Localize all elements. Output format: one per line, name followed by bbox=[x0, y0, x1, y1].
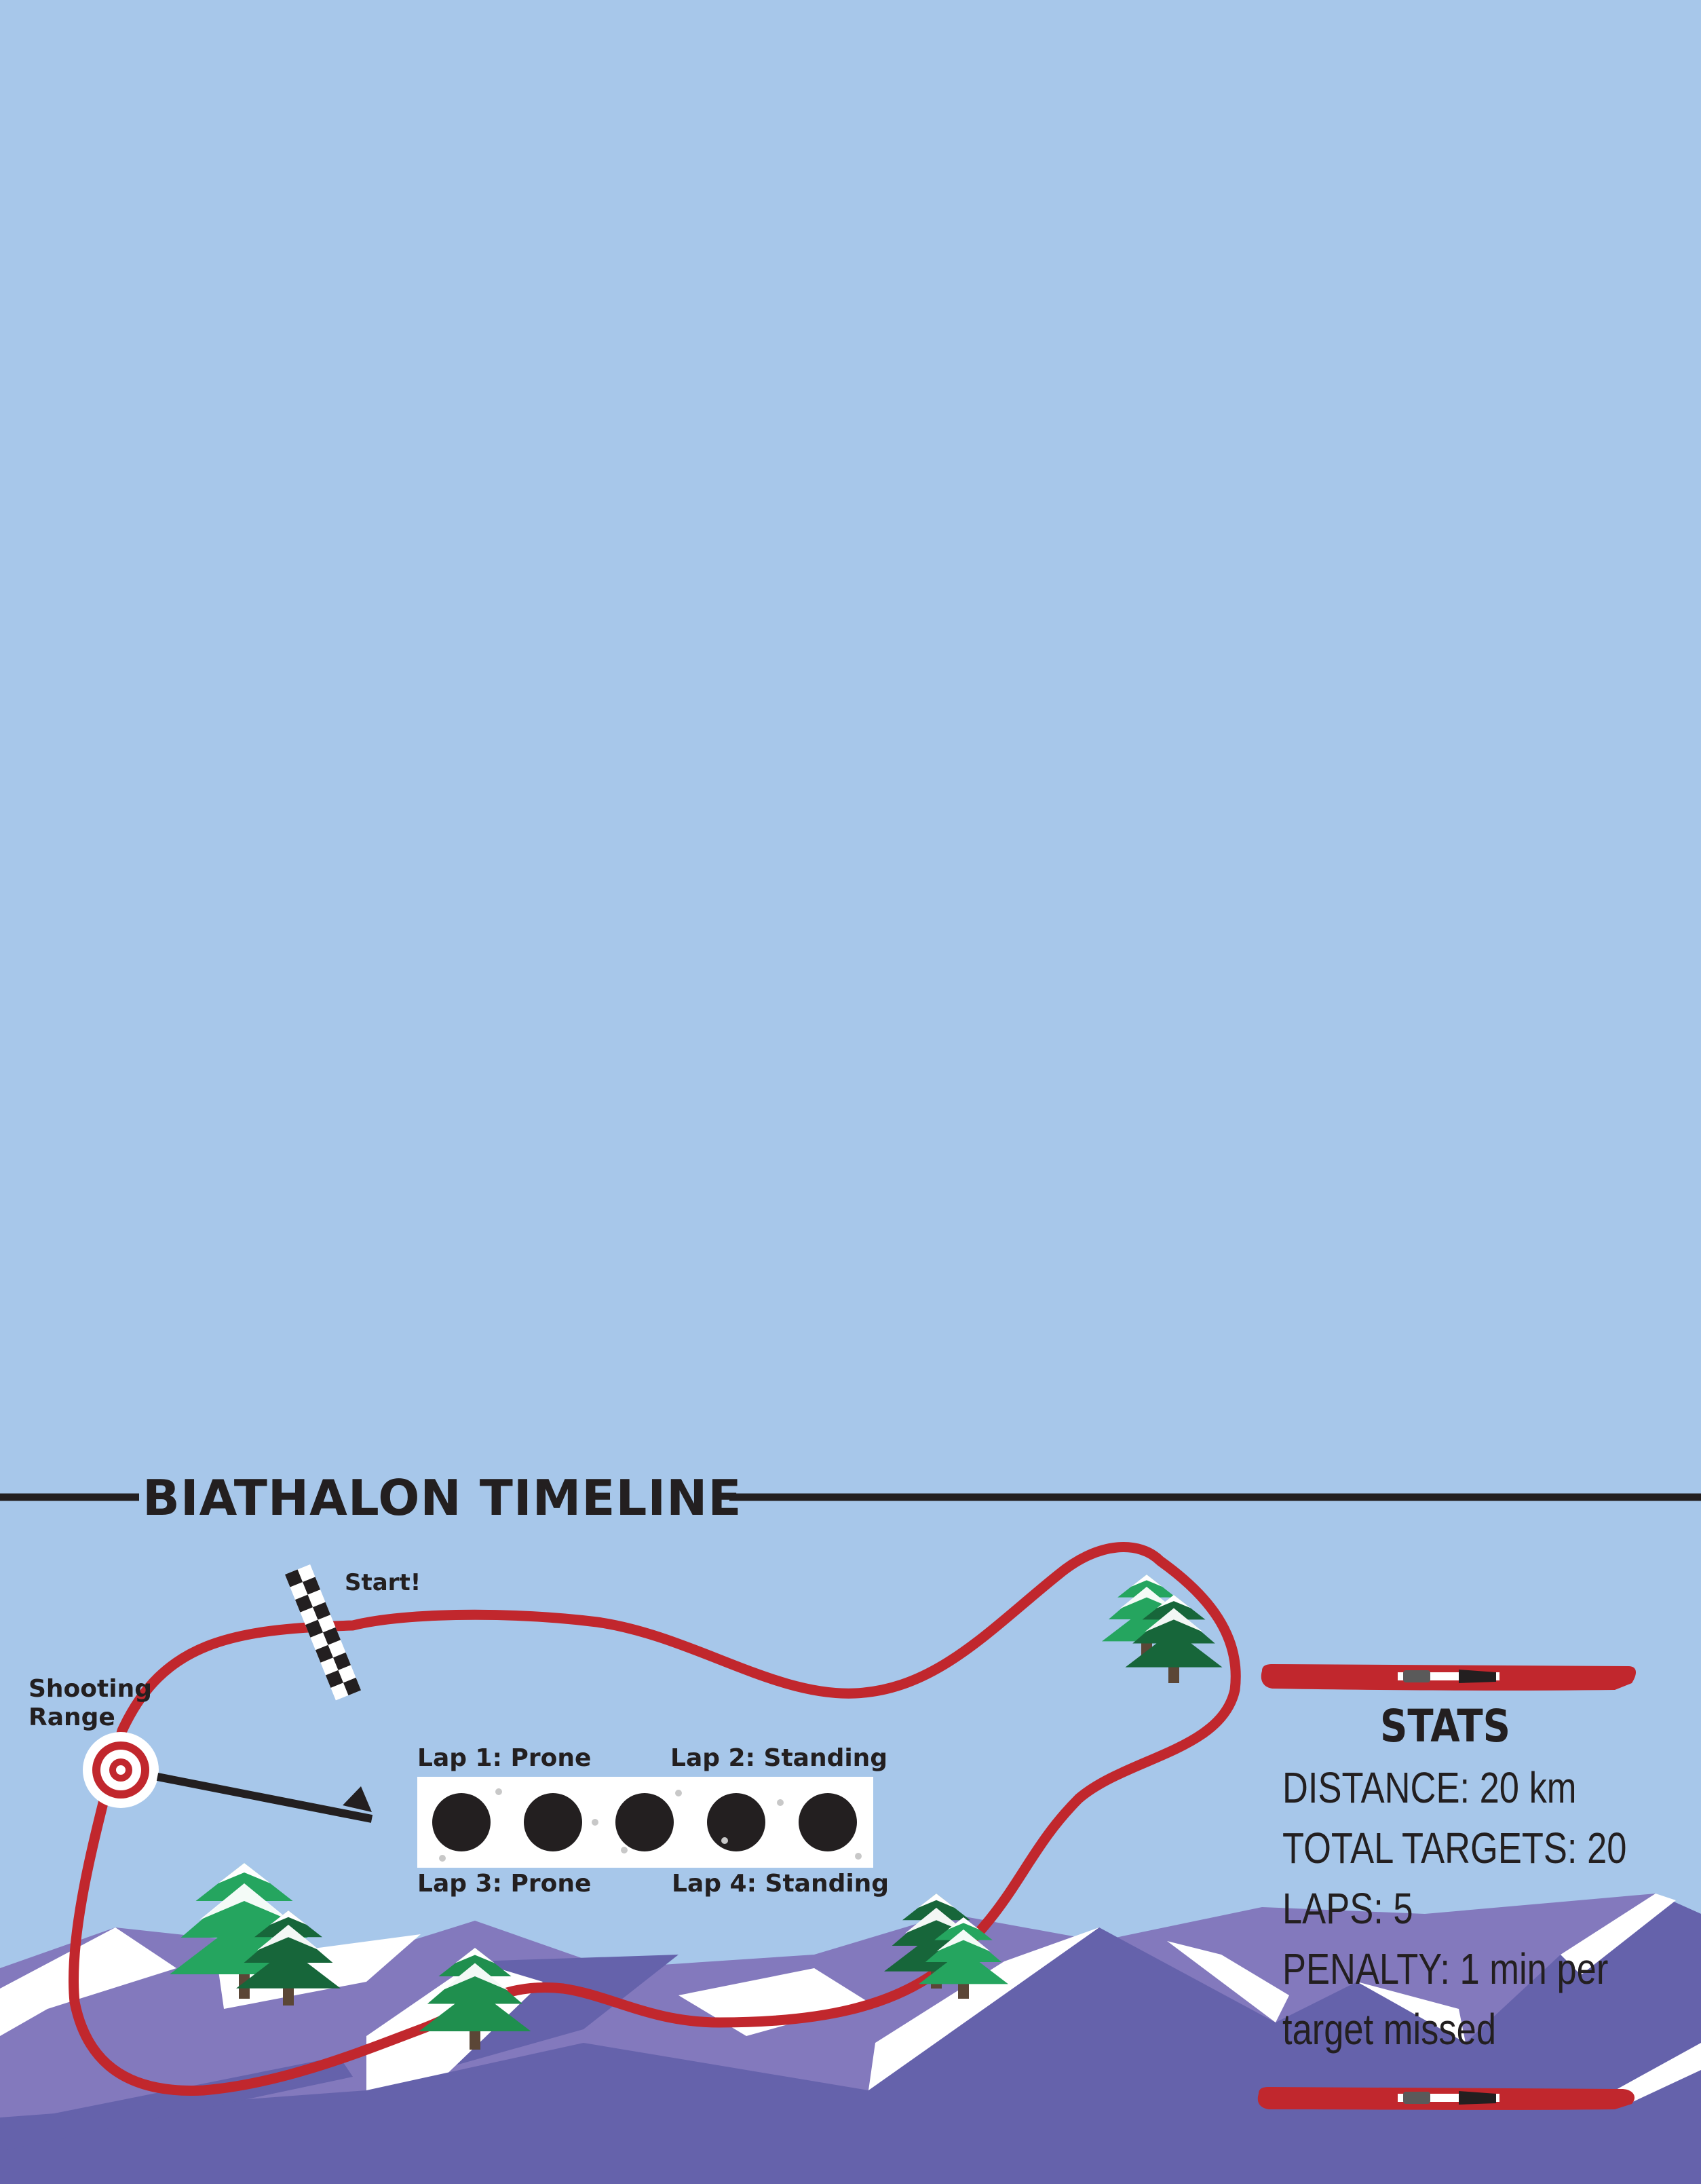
lap2-label: Lap 2: Standing bbox=[670, 1744, 888, 1772]
pine-tree-icon bbox=[1125, 1595, 1223, 1683]
rifle-pointer bbox=[156, 1773, 373, 1823]
stat-penalty-line2: target missed bbox=[1282, 2005, 1497, 2054]
checkered-flag-icon bbox=[285, 1564, 362, 1701]
lap1-label: Lap 1: Prone bbox=[417, 1744, 592, 1772]
bullseye-icon bbox=[83, 1732, 159, 1808]
ski-icon bbox=[1261, 1664, 1637, 1691]
start-label: Start! bbox=[345, 1569, 421, 1596]
shooting-range-label-line1: Shooting bbox=[28, 1675, 152, 1703]
mountain-range bbox=[0, 1894, 1701, 2184]
shooting-range-label-line2: Range bbox=[28, 1703, 115, 1731]
target-dot bbox=[615, 1793, 674, 1851]
lap3-label: Lap 3: Prone bbox=[417, 1870, 592, 1898]
target-dot bbox=[707, 1793, 765, 1851]
pine-tree-icon bbox=[919, 1917, 1008, 1999]
stat-laps: LAPS: 5 bbox=[1282, 1884, 1413, 1933]
tree-group bbox=[170, 1575, 1223, 2050]
stat-penalty-line1: PENALTY: 1 min per bbox=[1282, 1944, 1609, 1993]
lap4-label: Lap 4: Standing bbox=[672, 1870, 890, 1898]
stat-distance: DISTANCE: 20 km bbox=[1282, 1763, 1577, 1812]
page-title: BIATHALON TIMELINE bbox=[142, 1469, 742, 1526]
target-dot bbox=[524, 1793, 582, 1851]
stats-heading: STATS bbox=[1379, 1700, 1511, 1752]
target-dot bbox=[432, 1793, 491, 1851]
target-panel bbox=[417, 1777, 873, 1868]
pine-tree-icon bbox=[236, 1910, 341, 2006]
ski-icon bbox=[1257, 2087, 1635, 2110]
stat-total-targets: TOTAL TARGETS: 20 bbox=[1282, 1824, 1627, 1872]
pine-tree-icon bbox=[419, 1948, 531, 2050]
target-dot bbox=[799, 1793, 857, 1851]
